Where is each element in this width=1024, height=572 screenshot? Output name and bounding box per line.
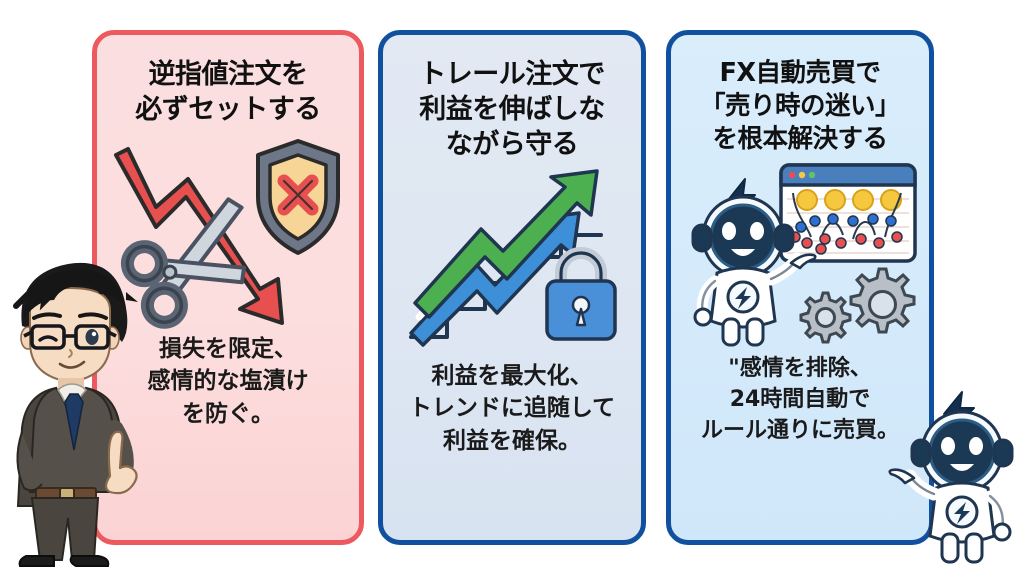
card-body: "感情を排除、 24時間自動で ルール通りに売買。 (671, 354, 929, 446)
card-body-line: 利益を最大化、 (431, 363, 593, 390)
illustration-falling-arrow-scissors (97, 131, 359, 331)
card-stop-loss: 逆指値注文を 必ずセットする (92, 30, 364, 545)
robot-mascot-icon (691, 178, 817, 347)
card-body-line: トレンドに追随して (408, 395, 616, 422)
illustration-rising-arrows-padlock (383, 162, 641, 358)
card-body-line: 利益を確保。 (443, 427, 581, 454)
card-body-line: "感情を排除、 (728, 356, 872, 382)
padlock-icon (545, 247, 617, 342)
card-trailing-stop: トレール注文で 利益を伸ばしな ながら守る (378, 30, 646, 545)
rising-arrow-green-icon (413, 169, 599, 320)
stop-loss-artwork (114, 139, 340, 329)
card-title: 逆指値注文を 必ずセットする (97, 57, 359, 127)
falling-arrow-icon (114, 147, 284, 326)
card-title-line: 利益を伸ばしな (419, 94, 605, 126)
fx-auto-artwork (691, 163, 917, 347)
card-body-line: 24時間自動で (729, 387, 871, 413)
gear-small-icon (799, 291, 852, 344)
trailing-stop-artwork (409, 169, 617, 348)
card-body-line: ルール通りに売買。 (700, 418, 899, 444)
card-title: FX自動売買で 「売り時の迷い」 を根本解決する (671, 57, 929, 156)
data-dot-red (789, 231, 903, 256)
illustration-robot-browser-gears (671, 156, 929, 352)
card-body: 利益を最大化、 トレンドに追随して 利益を確保。 (383, 360, 641, 457)
card-title-line: トレール注文で (419, 59, 605, 90)
robot-illustration (888, 391, 1014, 564)
card-body-line: 損失を限定、 (159, 336, 297, 363)
gear-large-icon (849, 267, 916, 334)
card-title-line: 逆指値注文を (148, 59, 309, 90)
card-body: 損失を限定、 感情的な塩漬け を防ぐ。 (97, 333, 359, 430)
card-body-line: 感情的な塩漬け (147, 368, 309, 395)
card-fx-auto-trading: FX自動売買で 「売り時の迷い」 を根本解決する (666, 30, 934, 545)
browser-window-icon (779, 163, 917, 264)
card-body-line: を防ぐ。 (182, 400, 274, 427)
card-title: トレール注文で 利益を伸ばしな ながら守る (383, 57, 641, 162)
card-title-line: を根本解決する (712, 124, 888, 155)
card-title-line: FX自動売買で (719, 58, 881, 88)
mascot-robot-bottom-right (888, 391, 1016, 570)
data-dot-blue (795, 213, 897, 234)
card-title-line: ながら守る (445, 129, 579, 161)
coin-icon (796, 189, 902, 212)
shield-x-icon (256, 139, 340, 256)
pointing-hand-icon (104, 430, 138, 495)
card-title-line: 必ずセットする (135, 94, 321, 126)
card-title-line: 「売り時の迷い」 (699, 91, 901, 122)
mascot-businessman (2, 252, 152, 570)
scissors-icon (120, 197, 246, 329)
businessman-illustration (13, 262, 138, 567)
glasses-icon (23, 324, 117, 350)
